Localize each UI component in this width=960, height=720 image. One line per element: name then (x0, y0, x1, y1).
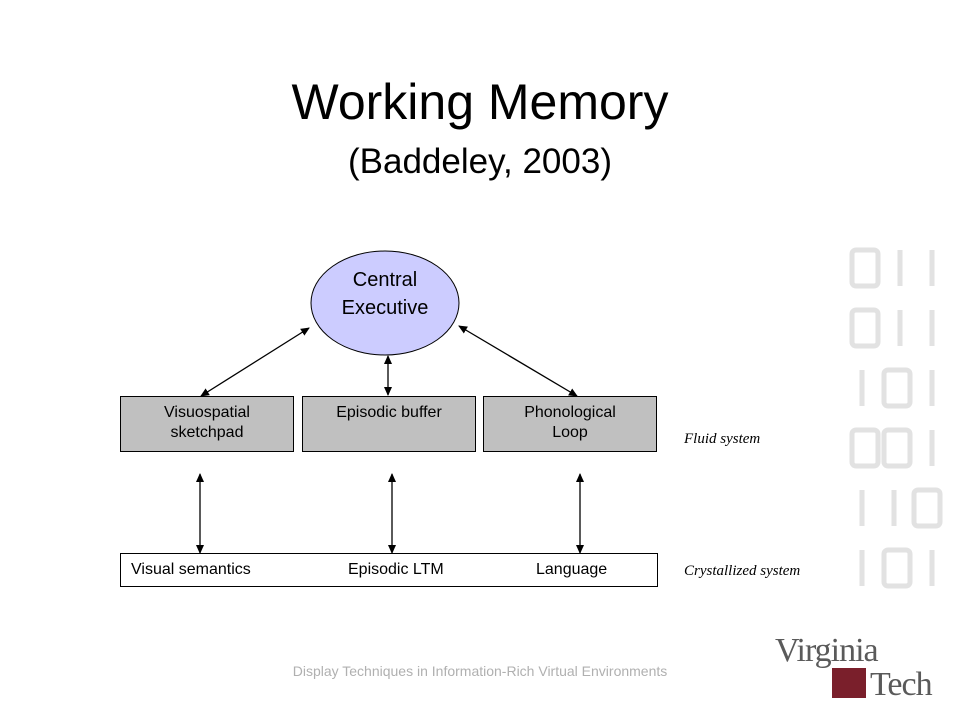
slide-subtitle: (Baddeley, 2003) (0, 140, 960, 184)
episodic-ltm-label: Episodic LTM (348, 561, 444, 578)
decorative-pattern (849, 247, 943, 589)
episodic-buffer-box: Episodic buffer (302, 396, 476, 452)
arrow-exec-visuospatial (200, 327, 310, 397)
fluid-system-label: Fluid system (684, 431, 761, 447)
virginia-tech-logo: Virginia Tech (775, 632, 950, 703)
crystallized-bar: Visual semantics Episodic LTM Language (120, 553, 658, 587)
phonological-loop-box: Phonological Loop (483, 396, 657, 452)
slide-title: Working Memory (291, 74, 669, 130)
logo-text-virginia: Virginia (775, 632, 879, 669)
visuospatial-sketchpad-box: Visuospatial sketchpad (120, 396, 294, 452)
logo-text-tech: Tech (870, 666, 933, 703)
slide-footer: Display Techniques in Information-Rich V… (292, 663, 668, 679)
visual-semantics-label: Visual semantics (131, 561, 251, 578)
arrow-exec-phonological (458, 325, 578, 397)
crystallized-system-label: Crystallized system (684, 563, 801, 579)
subtitle-text: (Baddeley, 2003) (348, 142, 612, 181)
logo-shield-icon (832, 668, 866, 698)
language-label: Language (536, 561, 608, 578)
central-executive-label: Central Executive (341, 269, 429, 319)
